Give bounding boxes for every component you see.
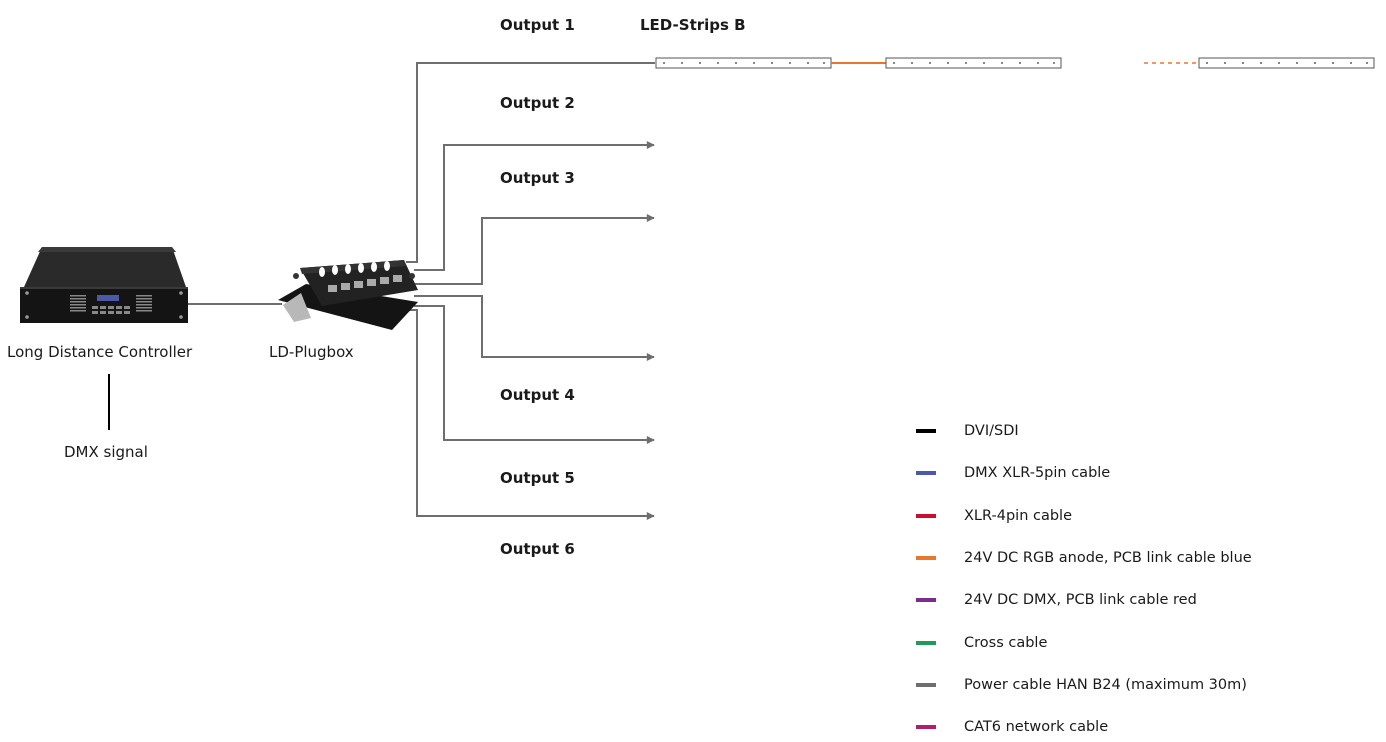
legend-swatch <box>916 429 936 433</box>
output-2-label: Output 2 <box>500 94 575 112</box>
led-strip-1 <box>655 57 832 69</box>
controller-label: Long Distance Controller <box>7 343 193 361</box>
legend-item: CAT6 network cable <box>916 716 1108 738</box>
legend-label: Power cable HAN B24 (maximum 30m) <box>964 677 1247 693</box>
legend-swatch <box>916 471 936 475</box>
output-5-label: Output 5 <box>500 469 575 487</box>
output-4-label: Output 4 <box>500 386 575 404</box>
legend-swatch <box>916 514 936 518</box>
output-3-label: Output 3 <box>500 169 575 187</box>
output-6-cable <box>406 309 655 520</box>
legend-swatch <box>916 556 936 560</box>
controller-device <box>20 247 188 323</box>
legend-item: Power cable HAN B24 (maximum 30m) <box>916 674 1247 696</box>
led-strip-2 <box>885 57 1062 69</box>
output-2-cable <box>414 141 655 271</box>
plugbox-label: LD-Plugbox <box>269 343 354 361</box>
output-3-cable <box>414 214 655 285</box>
dmx-signal-label: DMX signal <box>64 443 148 461</box>
legend-item: Cross cable <box>916 632 1047 654</box>
legend-label: 24V DC RGB anode, PCB link cable blue <box>964 550 1252 566</box>
output-cables <box>406 62 655 520</box>
led-strip-3 <box>1198 57 1375 69</box>
controller-display <box>97 295 119 301</box>
plugbox-device <box>278 260 418 330</box>
output-1-cable <box>406 62 655 263</box>
legend-label: XLR-4pin cable <box>964 508 1072 524</box>
legend-swatch <box>916 641 936 645</box>
legend-label: DMX XLR-5pin cable <box>964 465 1111 481</box>
legend-item: DVI/SDI <box>916 420 1019 442</box>
legend-swatch <box>916 683 936 687</box>
legend-item: 24V DC RGB anode, PCB link cable blue <box>916 547 1252 569</box>
legend-item: XLR-4pin cable <box>916 505 1072 527</box>
legend-label: 24V DC DMX, PCB link cable red <box>964 592 1197 608</box>
output-6-label: Output 6 <box>500 540 575 558</box>
led-strips-label: LED-Strips B <box>640 16 746 34</box>
output-5-cable <box>414 305 655 444</box>
legend-label: CAT6 network cable <box>964 719 1109 735</box>
legend-label: DVI/SDI <box>964 423 1019 439</box>
legend-label: Cross cable <box>964 635 1048 651</box>
output-1-label: Output 1 <box>500 16 575 34</box>
legend-swatch <box>916 725 936 729</box>
legend-item: DMX XLR-5pin cable <box>916 462 1110 484</box>
legend-item: 24V DC DMX, PCB link cable red <box>916 589 1197 611</box>
legend-swatch <box>916 598 936 602</box>
led-strips <box>655 57 1375 69</box>
output-4-cable <box>414 295 655 361</box>
